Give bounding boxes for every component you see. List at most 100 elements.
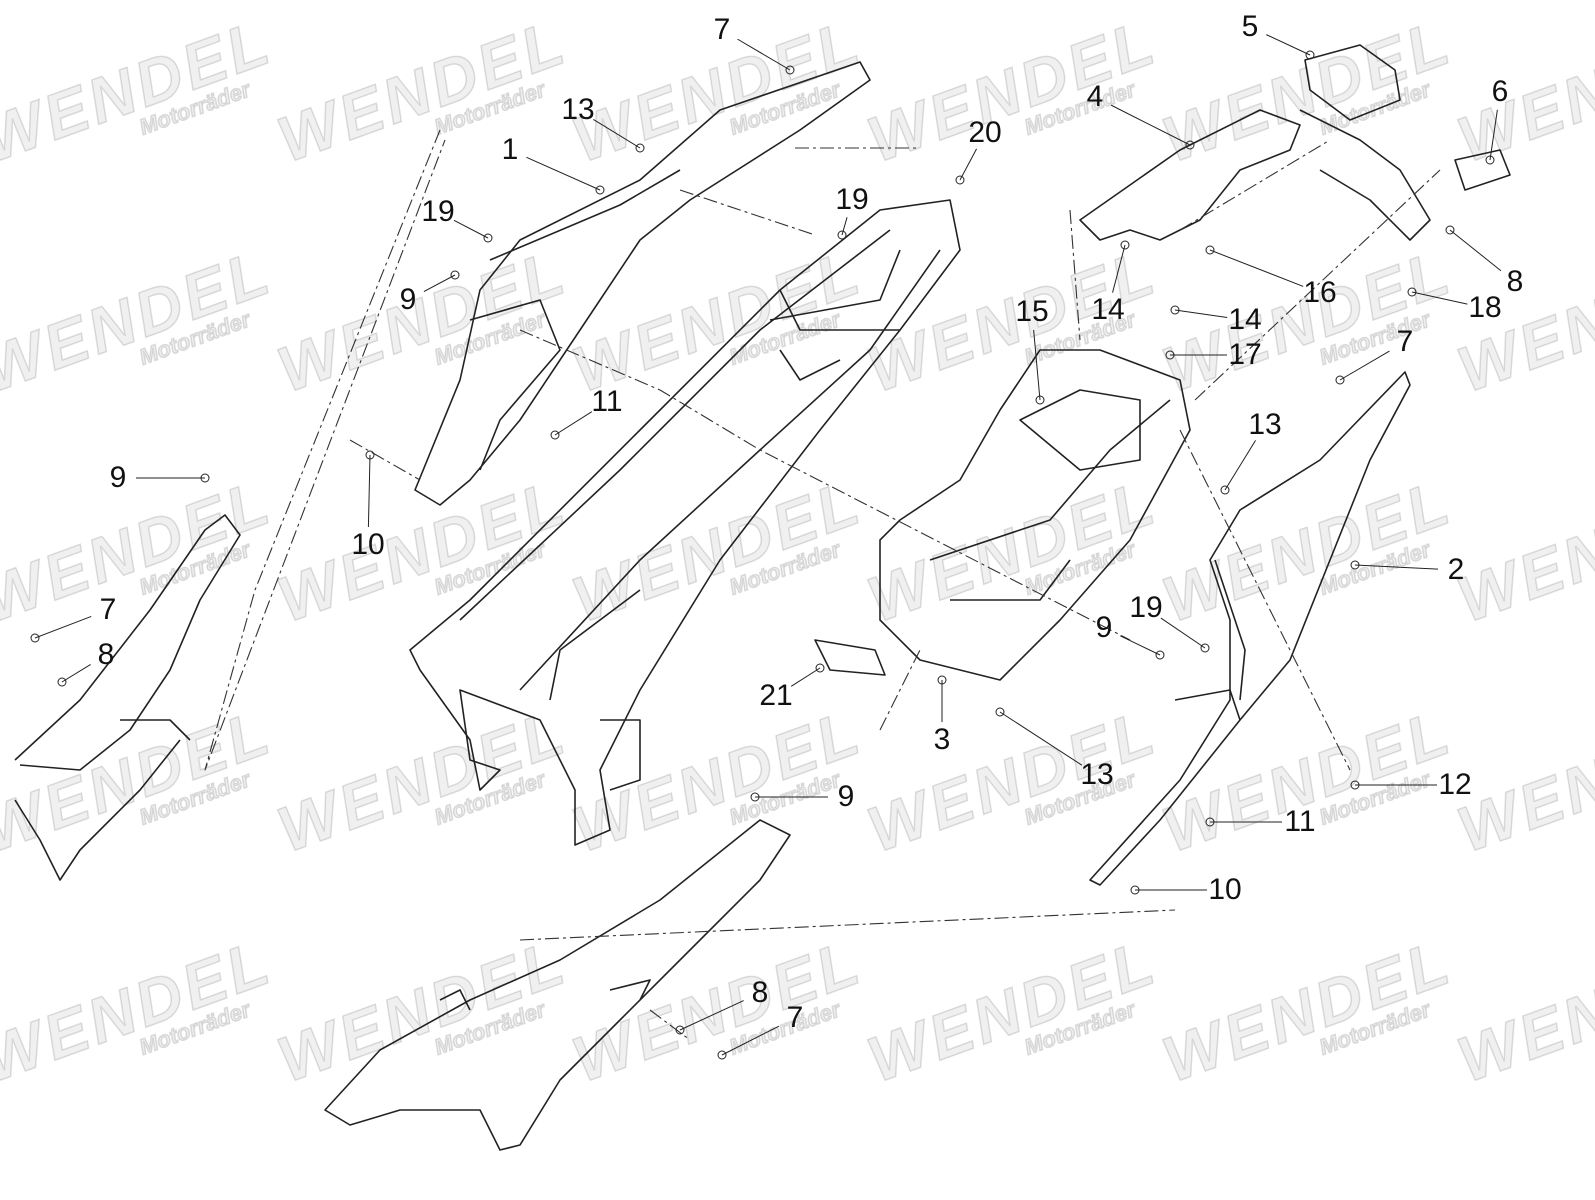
callout-part-17: 17 xyxy=(1228,338,1262,371)
callout-part-7: 7 xyxy=(786,1001,804,1034)
fastener-mark xyxy=(1305,50,1315,60)
callout-part-19: 19 xyxy=(421,195,455,228)
fastener-mark xyxy=(1220,485,1230,495)
leader-line xyxy=(34,615,92,639)
callout-part-11: 11 xyxy=(1284,805,1316,838)
part-3-undertray xyxy=(879,349,1191,681)
fastener-mark xyxy=(1185,140,1195,150)
fastener-mark xyxy=(1350,560,1360,570)
callout-part-7: 7 xyxy=(99,593,117,626)
fastener-mark xyxy=(837,230,847,240)
callout-part-18: 18 xyxy=(1468,291,1502,324)
leader-line xyxy=(1160,617,1206,649)
leader-line xyxy=(1110,104,1191,146)
fastener-mark xyxy=(635,143,645,153)
callout-part-12: 12 xyxy=(1438,768,1472,801)
leader-line xyxy=(1209,249,1304,287)
callout-part-4: 4 xyxy=(1086,80,1104,113)
fastener-mark xyxy=(717,1050,727,1060)
leader-line xyxy=(1411,291,1468,305)
fastener-mark xyxy=(595,185,605,195)
callout-part-9: 9 xyxy=(1095,611,1113,644)
callout-part-14: 14 xyxy=(1091,293,1125,326)
fastener-mark xyxy=(1350,780,1360,790)
callout-part-19: 19 xyxy=(835,183,869,216)
callout-part-2: 2 xyxy=(1447,553,1465,586)
fastener-mark xyxy=(200,473,210,483)
leader-line xyxy=(790,667,821,687)
leader-line xyxy=(721,1025,780,1056)
callout-part-9: 9 xyxy=(109,461,127,494)
fastener-mark xyxy=(1445,225,1455,235)
part-6-reflector xyxy=(1454,149,1511,191)
leader-line xyxy=(593,118,641,149)
callout-part-8: 8 xyxy=(751,976,769,1009)
left-side-panel xyxy=(14,514,241,881)
fastener-mark xyxy=(1485,155,1495,165)
lower-side-panel xyxy=(324,819,791,1151)
callout-part-6: 6 xyxy=(1491,75,1509,108)
callout-part-3: 3 xyxy=(933,723,951,756)
callout-part-21: 21 xyxy=(759,679,793,712)
fastener-mark xyxy=(785,65,795,75)
rear-subframe xyxy=(409,199,961,846)
part-5-tail-light xyxy=(1304,44,1401,121)
leader-line xyxy=(959,148,977,181)
callout-part-13: 13 xyxy=(1248,408,1282,441)
callout-part-8: 8 xyxy=(97,638,115,671)
leader-line xyxy=(1174,309,1228,318)
callout-part-7: 7 xyxy=(1396,325,1414,358)
leader-line xyxy=(1033,329,1041,401)
callout-part-1: 1 xyxy=(501,133,519,166)
part-4-rear-fender xyxy=(1079,109,1431,241)
callout-part-13: 13 xyxy=(1080,758,1114,791)
callout-part-19: 19 xyxy=(1129,591,1163,624)
callout-part-10: 10 xyxy=(351,528,385,561)
leader-line xyxy=(1339,350,1390,381)
fastener-mark xyxy=(30,633,40,643)
leader-line xyxy=(737,38,791,71)
assembly-lines xyxy=(204,129,1441,1041)
fastener-mark xyxy=(483,233,493,243)
fastener-mark xyxy=(1170,305,1180,315)
fastener-mark xyxy=(1205,245,1215,255)
callout-part-9: 9 xyxy=(399,283,417,316)
leader-line xyxy=(999,711,1083,766)
fastener-mark xyxy=(1035,395,1045,405)
fastener-mark xyxy=(937,675,947,685)
fastener-mark xyxy=(815,663,825,673)
leader-line xyxy=(1266,34,1311,56)
fastener-mark xyxy=(1407,287,1417,297)
part-1-left-tail-cover xyxy=(414,61,871,506)
leader-line xyxy=(1119,635,1161,656)
fastener-mark xyxy=(1335,375,1345,385)
callout-part-14: 14 xyxy=(1228,303,1262,336)
fastener-mark xyxy=(57,677,67,687)
fastener-mark xyxy=(675,1025,685,1035)
part-2-right-tail-cover xyxy=(1089,371,1411,886)
leader-line xyxy=(841,217,848,236)
callout-part-11: 11 xyxy=(591,385,623,418)
leader-line xyxy=(1489,109,1498,161)
part-21-clip xyxy=(814,639,886,676)
fastener-mark xyxy=(1205,817,1215,827)
fastener-mark xyxy=(365,450,375,460)
callout-leaders xyxy=(30,34,1502,1060)
callout-part-10: 10 xyxy=(1208,873,1242,906)
fastener-mark xyxy=(1200,643,1210,653)
fastener-mark xyxy=(1130,885,1140,895)
callout-part-8: 8 xyxy=(1506,265,1524,298)
fastener-mark xyxy=(550,430,560,440)
callout-part-13: 13 xyxy=(561,93,595,126)
fastener-mark xyxy=(750,792,760,802)
leader-line xyxy=(1112,244,1126,293)
leader-line xyxy=(61,663,91,683)
leader-line xyxy=(526,156,601,191)
leader-line xyxy=(367,454,371,528)
callout-part-5: 5 xyxy=(1241,10,1259,43)
callout-part-20: 20 xyxy=(968,116,1002,149)
leader-line xyxy=(423,274,456,292)
fastener-mark xyxy=(450,270,460,280)
